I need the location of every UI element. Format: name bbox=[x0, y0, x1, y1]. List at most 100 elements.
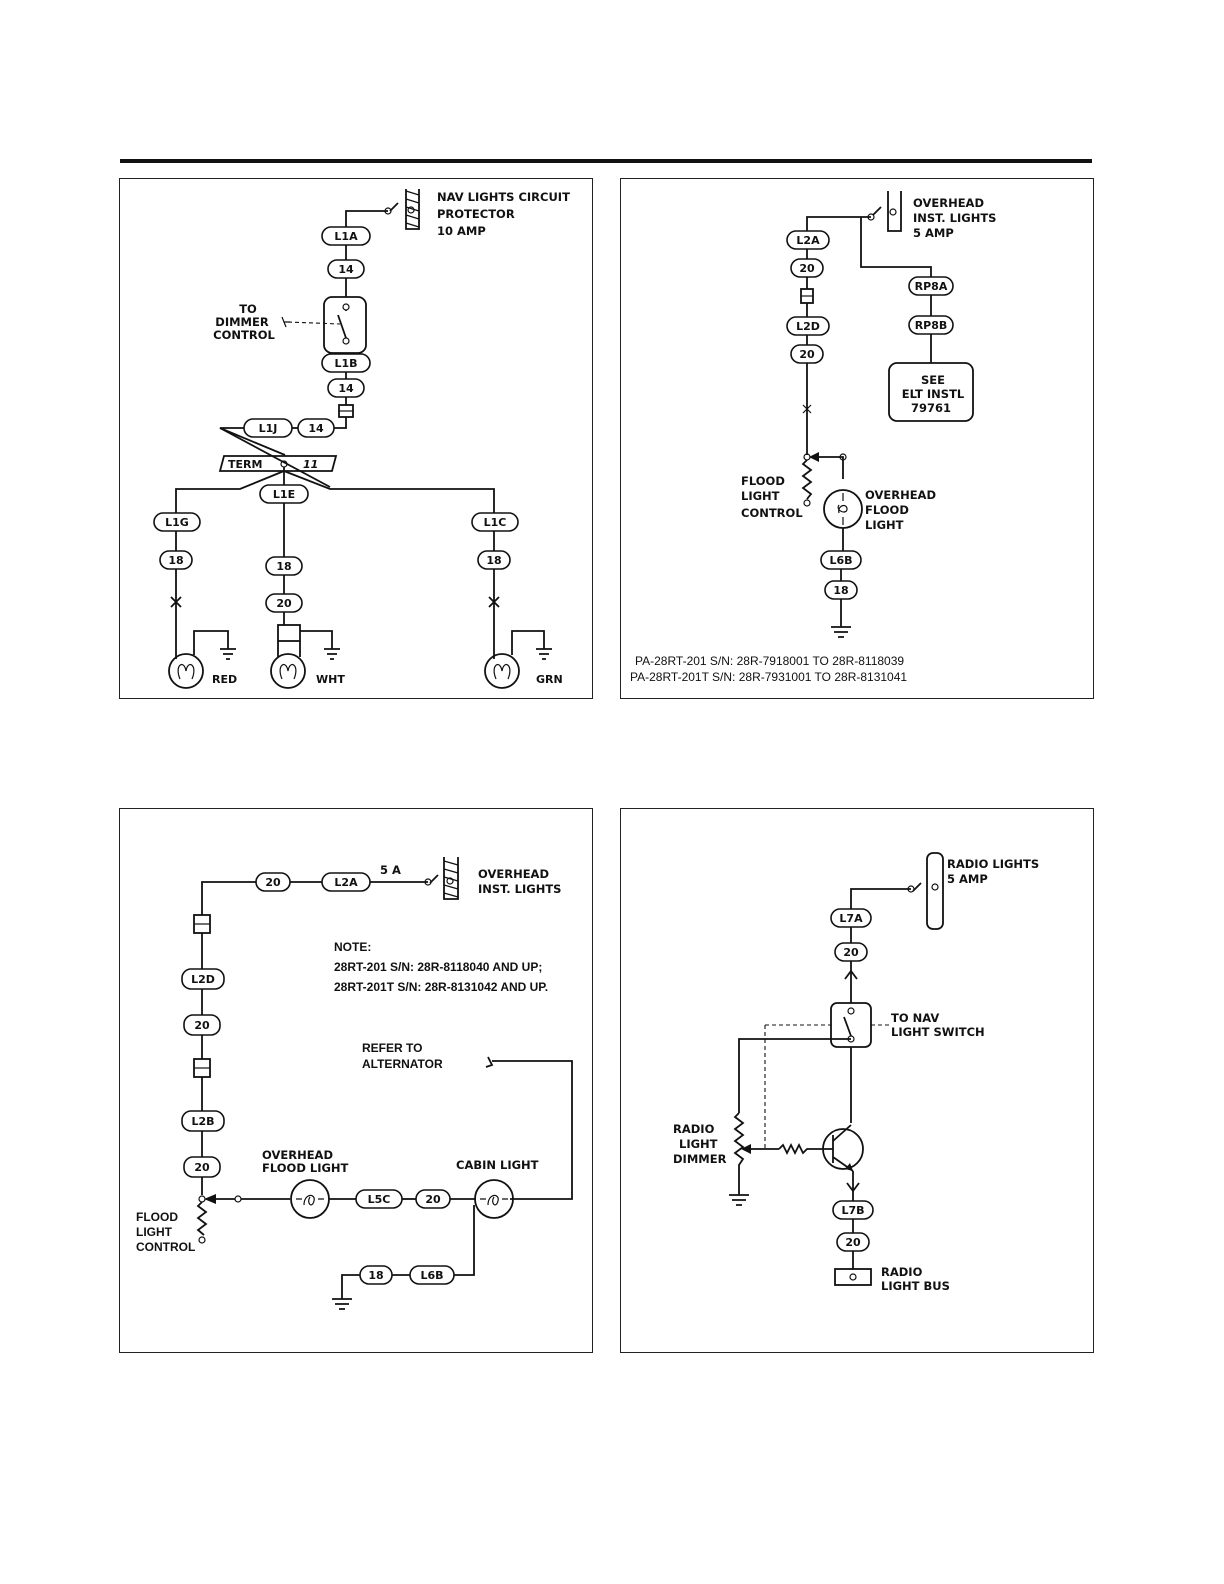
wire-tag-l1a-text: L1A bbox=[334, 230, 358, 243]
header-rule bbox=[120, 159, 1092, 163]
transistor bbox=[821, 1124, 864, 1172]
gauge-tag-18-text: 18 bbox=[368, 1269, 383, 1282]
overhead-inst-breaker bbox=[872, 191, 902, 232]
wire-tag-rp8a-text: RP8A bbox=[915, 280, 948, 293]
flood-light-label-2: FLOOD bbox=[865, 503, 909, 517]
nav-switch bbox=[830, 1002, 872, 1048]
flood-control-label-1: FLOOD bbox=[136, 1210, 178, 1224]
overhead-label-1: OVERHEAD bbox=[262, 1148, 333, 1162]
breaker-label-2: 5 AMP bbox=[947, 872, 988, 886]
gauge-tag-18e-text: 18 bbox=[276, 560, 291, 573]
cabin-light-label: CABIN LIGHT bbox=[456, 1158, 539, 1172]
splice-mark-red bbox=[170, 596, 182, 608]
nav-switch-label-2: LIGHT SWITCH bbox=[891, 1025, 985, 1039]
dimmer-label-2: DIMMER bbox=[215, 315, 269, 329]
amp-label: 5 A bbox=[380, 863, 401, 877]
note-title: NOTE: bbox=[334, 940, 371, 954]
see-box-line-1: SEE bbox=[921, 373, 945, 387]
ground-icon-grn bbox=[536, 648, 552, 660]
lamp-label-wht: WHT bbox=[316, 673, 345, 686]
alternator-label-1: REFER TO bbox=[362, 1041, 422, 1055]
flood-control-label-1: FLOOD bbox=[741, 474, 785, 488]
lamp-label-grn: GRN bbox=[536, 673, 563, 686]
nav-switch-label-1: TO NAV bbox=[891, 1011, 939, 1025]
lamp-grn bbox=[484, 653, 520, 689]
flood-control-label-2: LIGHT bbox=[136, 1225, 173, 1239]
wire-tag-l6b-text: L6B bbox=[420, 1269, 443, 1282]
ground-icon bbox=[729, 1194, 749, 1206]
gauge-tag-20d-text: 20 bbox=[194, 1019, 210, 1032]
flood-control-resistor bbox=[801, 459, 813, 500]
wire-tag-rp8b-text: RP8B bbox=[915, 319, 948, 332]
wire-tag-l7b-text: L7B bbox=[841, 1204, 864, 1217]
wire-tag-l2a-text: L2A bbox=[334, 876, 358, 889]
dimmer-label-1: TO bbox=[239, 302, 257, 316]
gauge-tag-14b-text: 14 bbox=[338, 382, 354, 395]
radio-lights-breaker bbox=[912, 852, 944, 930]
breaker-label-1: OVERHEAD bbox=[913, 196, 984, 210]
see-box-line-2: ELT INSTL bbox=[902, 387, 965, 401]
overhead-inst-lights-diagram-late: OVERHEAD INST. LIGHTS 5 A L2A 20 L2D 20 … bbox=[119, 808, 593, 1353]
wire-tag-l5c-text: L5C bbox=[368, 1193, 391, 1206]
nav-lights-diagram: NAV LIGHTS CIRCUIT PROTECTOR 10 AMP L1A … bbox=[119, 178, 593, 699]
wire-tag-l2d-text: L2D bbox=[796, 320, 820, 333]
wire-tag-l2d bbox=[786, 316, 830, 336]
bus-label-2: LIGHT BUS bbox=[881, 1279, 950, 1293]
radio-lights-diagram: RADIO LIGHTS 5 AMP L7A 20 TO NAV LIGHT S… bbox=[620, 808, 1094, 1353]
gauge-tag-20d-text: 20 bbox=[799, 348, 815, 361]
lamp-label-red: RED bbox=[212, 673, 237, 686]
lamp-wht bbox=[270, 641, 306, 689]
radio-light-bus bbox=[834, 1268, 872, 1286]
wire-tag-l1b-text: L1B bbox=[334, 357, 357, 370]
see-elt-box bbox=[888, 362, 974, 422]
wire-tag-l2a bbox=[786, 230, 830, 250]
serial-range-1: PA-28RT-201 S/N: 28R-7918001 TO 28R-8118… bbox=[635, 654, 904, 668]
dimmer-label-1: RADIO bbox=[673, 1122, 715, 1136]
splice-mark-grn bbox=[488, 596, 500, 608]
flood-control-label-3: CONTROL bbox=[741, 506, 803, 520]
bus-label-1: RADIO bbox=[881, 1265, 923, 1279]
wire-tag-l1c-text: L1C bbox=[484, 516, 507, 529]
note-line-2: 28RT-201T S/N: 28R-8131042 AND UP. bbox=[334, 980, 548, 994]
ground-icon bbox=[831, 626, 851, 638]
wire-tag-l6b-text: L6B bbox=[829, 554, 852, 567]
wire-tag-l1g bbox=[153, 512, 201, 532]
note-line-1: 28RT-201 S/N: 28R-8118040 AND UP; bbox=[334, 960, 542, 974]
gauge-tag-20a-text: 20 bbox=[799, 262, 815, 275]
gauge-tag-20b-text: 20 bbox=[194, 1161, 210, 1174]
breaker-label-1: RADIO LIGHTS bbox=[947, 857, 1039, 871]
flood-light-label-3: LIGHT bbox=[865, 518, 904, 532]
nav-lights-breaker bbox=[389, 189, 420, 230]
wire-tag-l2d bbox=[181, 968, 225, 990]
overhead-label-2: FLOOD LIGHT bbox=[262, 1161, 349, 1175]
gauge-tag-18g-text: 18 bbox=[168, 554, 183, 567]
flood-control-label-2: LIGHT bbox=[741, 489, 780, 503]
term-number: 11 bbox=[303, 458, 318, 471]
overhead-inst-breaker bbox=[429, 857, 459, 900]
breaker-label-2: INST. LIGHTS bbox=[478, 882, 561, 896]
gauge-tag-14j-text: 14 bbox=[308, 422, 324, 435]
wire-tag-l1e-text: L1E bbox=[273, 488, 295, 501]
breaker-label-1: OVERHEAD bbox=[478, 867, 549, 881]
dimmer-label-3: DIMMER bbox=[673, 1152, 727, 1166]
radio-dimmer-resistor bbox=[733, 1112, 745, 1195]
gauge-tag-20e-text: 20 bbox=[276, 597, 292, 610]
ground-icon-red bbox=[220, 648, 236, 660]
wire-tag-l2b-text: L2B bbox=[191, 1115, 214, 1128]
lamp-red bbox=[168, 653, 204, 689]
gauge-tag-18c-text: 18 bbox=[486, 554, 501, 567]
wire-tag-l1j-text: L1J bbox=[259, 422, 278, 435]
ground-icon-wht bbox=[324, 648, 340, 660]
flood-control-label-3: CONTROL bbox=[136, 1240, 195, 1254]
flood-light-label-1: OVERHEAD bbox=[865, 488, 936, 502]
arrow-down bbox=[846, 1182, 860, 1193]
nav-lights-switch bbox=[281, 296, 367, 354]
see-box-line-3: 79761 bbox=[911, 401, 951, 415]
breaker-label-3: 10 AMP bbox=[437, 224, 486, 238]
bias-resistor bbox=[778, 1142, 821, 1156]
gauge-tag-18-text: 18 bbox=[833, 584, 848, 597]
alternator-label-2: ALTERNATOR bbox=[362, 1057, 443, 1071]
alternator-arrow bbox=[485, 1056, 494, 1068]
overhead-flood-lamp bbox=[823, 489, 863, 529]
wire-tag-l7a-text: L7A bbox=[839, 912, 863, 925]
